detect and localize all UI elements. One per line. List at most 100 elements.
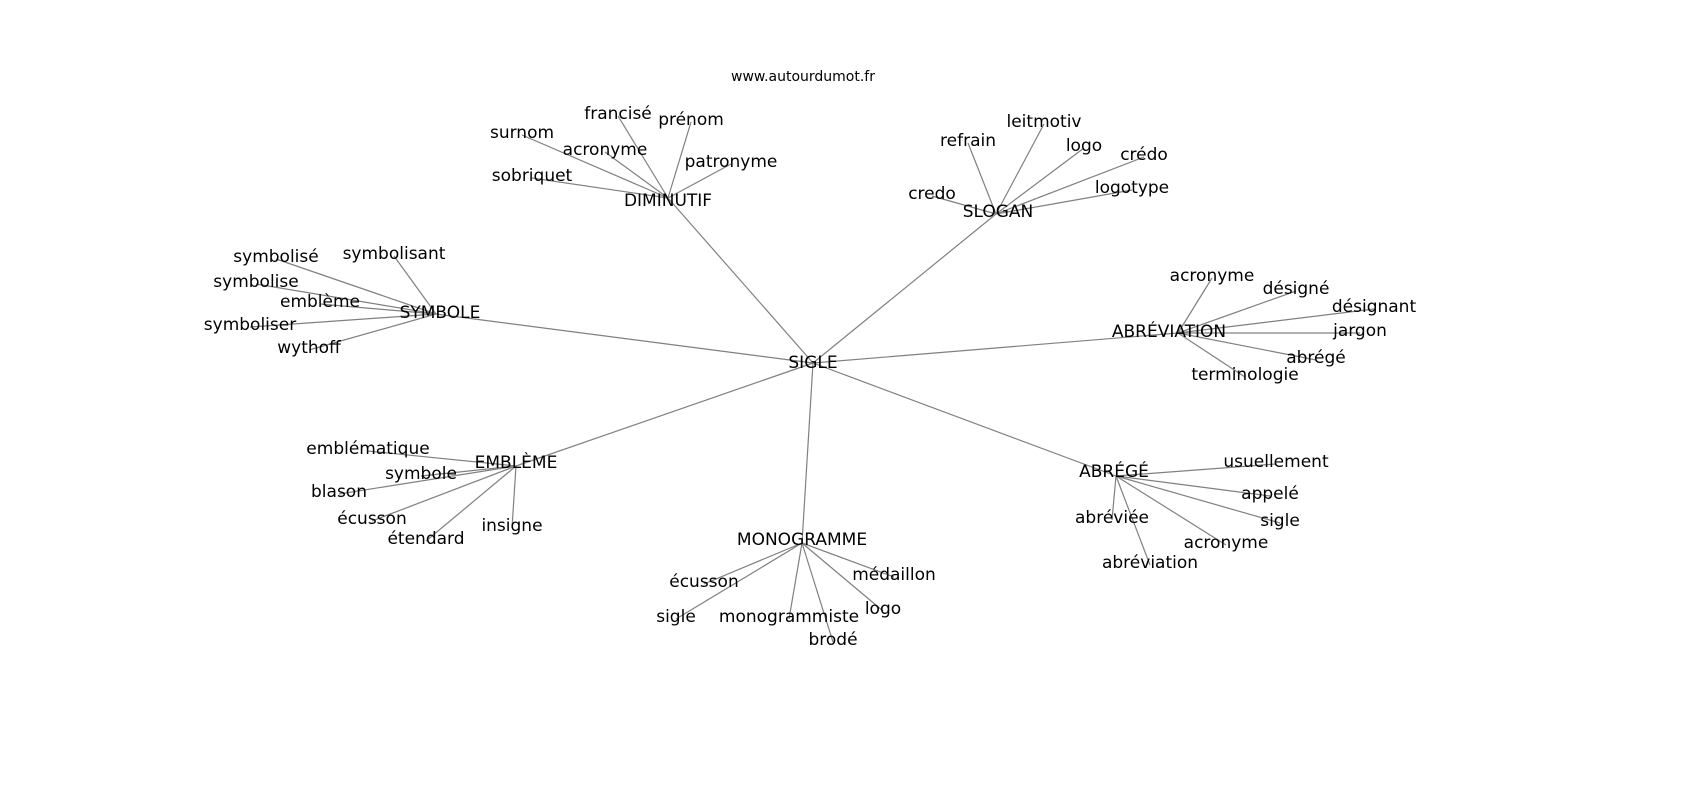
edge-cluster-word [1115, 463, 1277, 477]
word-node[interactable]: écusson [669, 572, 738, 592]
word-node[interactable]: écusson [337, 509, 406, 529]
word-node[interactable]: terminologie [1191, 365, 1298, 385]
cluster-node[interactable]: SLOGAN [963, 202, 1034, 222]
word-node[interactable]: emblème [280, 292, 360, 312]
edge-root-cluster [812, 332, 1179, 364]
edge-cluster-word [667, 121, 692, 199]
word-node[interactable]: désigné [1263, 279, 1330, 299]
edge-cluster-word [995, 189, 1133, 215]
edge-cluster-word [393, 255, 437, 315]
edge-cluster-word [1177, 277, 1213, 334]
edge-cluster-word [1111, 475, 1117, 521]
word-node[interactable]: logotype [1095, 178, 1169, 198]
edge-cluster-word [371, 465, 517, 522]
word-node[interactable]: abréviation [1102, 553, 1198, 573]
word-node[interactable]: brodé [808, 630, 857, 650]
word-node[interactable]: patronyme [685, 152, 778, 172]
edge-cluster-word [425, 465, 517, 542]
word-node[interactable]: prénom [658, 110, 724, 130]
edge-cluster-word [801, 542, 834, 643]
nodes: SIGLE DIMINUTIF francisé prénom surnom acrony… [204, 104, 1417, 650]
edge-root-cluster [812, 362, 1117, 477]
cluster-node[interactable]: SYMBOLE [400, 303, 481, 323]
edge-cluster-word [1177, 308, 1375, 334]
word-node[interactable]: désignant [1332, 297, 1417, 317]
cluster-node[interactable]: DIMINUTIF [624, 191, 712, 211]
edge-cluster-word [1177, 332, 1317, 361]
edge-cluster-word [995, 147, 1085, 215]
edge-root-cluster [667, 197, 814, 364]
edge-cluster-word [531, 177, 669, 199]
word-node[interactable]: insigne [481, 516, 542, 536]
edge-cluster-word [308, 313, 437, 351]
edge-root-cluster [812, 213, 997, 364]
edge-root-cluster [515, 362, 814, 467]
edge-cluster-word [1115, 475, 1271, 497]
edge-cluster-word [511, 465, 517, 529]
edge-cluster-word [275, 258, 437, 315]
word-node[interactable]: appelé [1241, 484, 1299, 504]
edge-cluster-word [1115, 475, 1281, 524]
edge-cluster-word [338, 465, 517, 495]
edge-cluster-word [931, 195, 997, 215]
word-node[interactable]: credo [908, 184, 956, 204]
word-node[interactable]: monogrammiste [719, 607, 859, 627]
edge-cluster-word [1115, 475, 1151, 566]
word-node[interactable]: emblématique [306, 439, 429, 459]
word-node[interactable]: acronyme [563, 140, 648, 160]
word-node[interactable]: francisé [584, 104, 652, 124]
word-node[interactable]: wythoff [277, 338, 342, 358]
word-node[interactable]: abréviée [1075, 508, 1149, 528]
edges [249, 115, 1375, 643]
word-node[interactable]: logo [865, 599, 901, 619]
word-node[interactable]: refrain [940, 131, 996, 151]
edge-cluster-word [604, 151, 669, 199]
word-node[interactable]: usuellement [1223, 452, 1329, 472]
edge-cluster-word [667, 163, 732, 199]
cluster-node[interactable]: EMBLÈME [475, 451, 558, 473]
word-node[interactable]: symbolisé [233, 247, 318, 267]
edge-cluster-word [420, 465, 517, 477]
edge-cluster-word [703, 542, 803, 585]
word-node[interactable]: sigle [656, 607, 696, 627]
edge-cluster-word [249, 313, 437, 328]
edge-cluster-word [617, 115, 669, 199]
edge-root-cluster [435, 313, 814, 364]
edge-cluster-word [1177, 332, 1246, 378]
edge-cluster-word [521, 134, 669, 199]
word-node[interactable]: acronyme [1170, 266, 1255, 286]
word-node[interactable]: leitmotiv [1007, 112, 1082, 132]
edge-cluster-word [967, 142, 997, 215]
cluster-node[interactable]: ABRÉGÉ [1079, 460, 1149, 482]
edge-cluster-word [1177, 290, 1297, 334]
root-node[interactable]: SIGLE [788, 353, 837, 373]
word-node[interactable]: blason [311, 482, 367, 502]
edge-root-cluster [801, 362, 814, 544]
word-node[interactable]: étendard [387, 529, 464, 549]
word-node[interactable]: surnom [490, 123, 554, 143]
word-node[interactable]: symboliser [204, 315, 296, 335]
edge-cluster-word [675, 542, 803, 620]
edge-cluster-word [255, 283, 437, 315]
word-node[interactable]: symbolisant [343, 244, 446, 264]
word-node[interactable]: logo [1066, 136, 1102, 156]
word-node[interactable]: acronyme [1184, 533, 1269, 553]
word-node[interactable]: symbole [385, 464, 457, 484]
edge-cluster-word [995, 156, 1145, 215]
word-node[interactable]: jargon [1332, 321, 1387, 341]
word-node[interactable]: symbolise [213, 272, 298, 292]
word-node[interactable]: sobriquet [492, 166, 573, 186]
edge-cluster-word [319, 303, 437, 315]
edge-cluster-word [801, 542, 884, 612]
edge-cluster-word [1115, 475, 1227, 546]
cluster-node[interactable]: ABRÉVIATION [1112, 320, 1226, 342]
cluster-node[interactable]: MONOGRAMME [737, 530, 867, 550]
site-title: www.autourdumot.fr [731, 69, 875, 85]
word-node[interactable]: crédo [1120, 145, 1168, 165]
word-node[interactable]: abrégé [1286, 348, 1346, 368]
word-node[interactable]: sigle [1260, 511, 1300, 531]
edge-cluster-word [995, 123, 1045, 215]
word-node[interactable]: médaillon [852, 565, 936, 585]
edge-cluster-word [788, 542, 803, 620]
